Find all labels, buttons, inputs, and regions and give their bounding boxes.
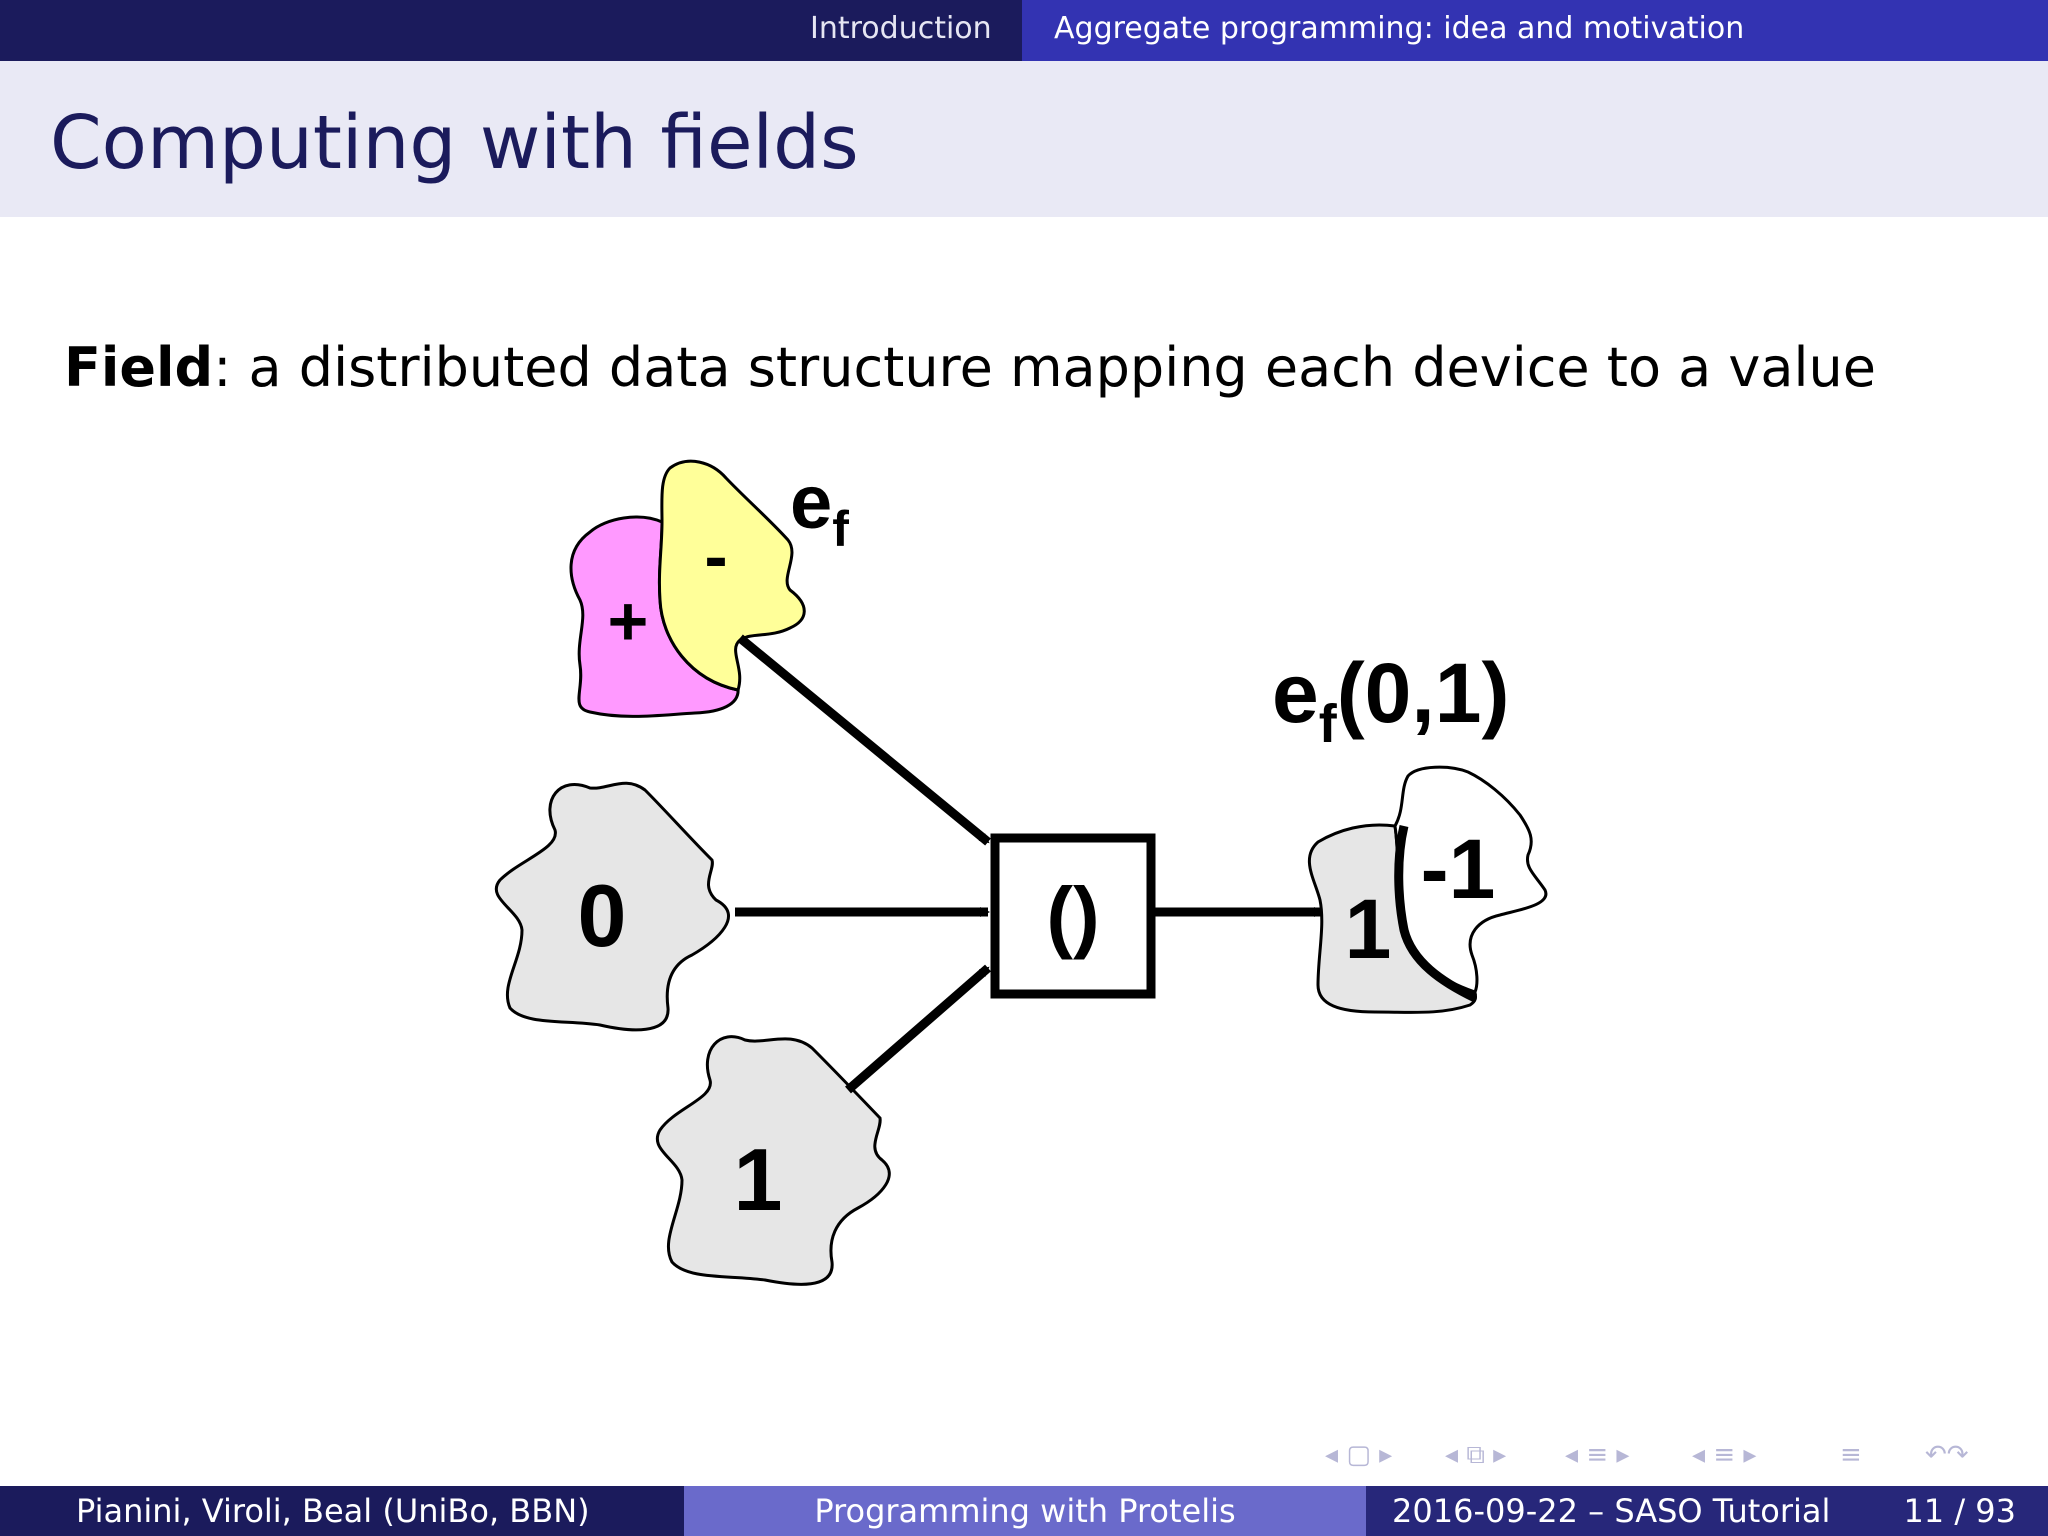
result-label-args: (0,1) bbox=[1337, 646, 1510, 740]
result-label-base: e bbox=[1272, 646, 1319, 740]
result-value-minus-one: -1 bbox=[1421, 822, 1496, 916]
plus-sign: + bbox=[608, 582, 649, 660]
function-field-ef: + - bbox=[569, 459, 806, 718]
footer-authors: Pianini, Viroli, Beal (UniBo, BBN) bbox=[76, 1492, 590, 1530]
top-navigation-bar: Introduction Aggregate programming: idea… bbox=[0, 0, 2048, 61]
result-value-one: 1 bbox=[1345, 882, 1392, 976]
page-title: Computing with fields bbox=[50, 100, 859, 186]
title-bar bbox=[0, 61, 2048, 217]
field-definition-text: : a distributed data structure mapping e… bbox=[213, 336, 1876, 399]
current-section-panel bbox=[1022, 0, 2048, 61]
minus-sign: - bbox=[704, 517, 727, 595]
section-navigation-icon[interactable]: ◂ ≡ ▸ bbox=[1565, 1440, 1630, 1470]
frame-navigation-icon[interactable]: ◂ ▢ ▸ bbox=[1325, 1440, 1393, 1470]
ef-sub: f bbox=[832, 501, 849, 557]
input-field-zero: 0 bbox=[494, 781, 730, 1032]
footer-date-segment: 2016-09-22 – SASO Tutorial 11 / 93 bbox=[1366, 1486, 2048, 1536]
apply-box bbox=[990, 833, 1156, 999]
footer-page-number: 11 / 93 bbox=[1903, 1492, 2016, 1530]
footer-title-segment: Programming with Protelis bbox=[684, 1486, 1366, 1536]
field-definition: Field: a distributed data structure mapp… bbox=[64, 338, 1876, 397]
input-value-zero: 0 bbox=[578, 866, 627, 965]
input-blob-zero bbox=[494, 781, 730, 1032]
subsection-navigation-icon[interactable]: ◂ ⧉ ▸ bbox=[1445, 1440, 1507, 1470]
minus-region bbox=[657, 459, 806, 692]
section-alt-navigation-icon[interactable]: ◂ ≡ ▸ bbox=[1692, 1440, 1757, 1470]
input-field-one: 1 bbox=[656, 1035, 891, 1286]
align-icon[interactable]: ≡ bbox=[1840, 1440, 1862, 1470]
nav-section-aggregate-programming[interactable]: Aggregate programming: idea and motivati… bbox=[1054, 11, 1745, 46]
footer-talk-title: Programming with Protelis bbox=[814, 1492, 1236, 1530]
field-term: Field bbox=[64, 336, 214, 399]
footer-authors-segment: Pianini, Viroli, Beal (UniBo, BBN) bbox=[0, 1486, 684, 1536]
result-label-sub: f bbox=[1319, 694, 1338, 754]
result-field: 1 -1 bbox=[1307, 765, 1548, 1014]
arrow-one-to-apply bbox=[845, 964, 991, 1094]
footer-date-event: 2016-09-22 – SASO Tutorial bbox=[1392, 1492, 1831, 1530]
input-value-one: 1 bbox=[734, 1130, 783, 1229]
search-icon[interactable]: ↶↷ bbox=[1925, 1440, 1969, 1470]
result-label: ef(0,1) bbox=[1272, 646, 1509, 754]
apply-operator: () bbox=[990, 833, 1156, 999]
result-divider bbox=[1394, 824, 1477, 1003]
footer-bar: Pianini, Viroli, Beal (UniBo, BBN) Progr… bbox=[0, 1486, 2048, 1536]
ef-label: ef bbox=[790, 460, 849, 557]
arrow-ef-to-apply bbox=[737, 634, 991, 846]
input-blob-one bbox=[656, 1035, 891, 1286]
apply-symbol: () bbox=[1046, 871, 1099, 960]
nav-section-introduction[interactable]: Introduction bbox=[810, 11, 992, 46]
ef-base: e bbox=[790, 460, 832, 545]
